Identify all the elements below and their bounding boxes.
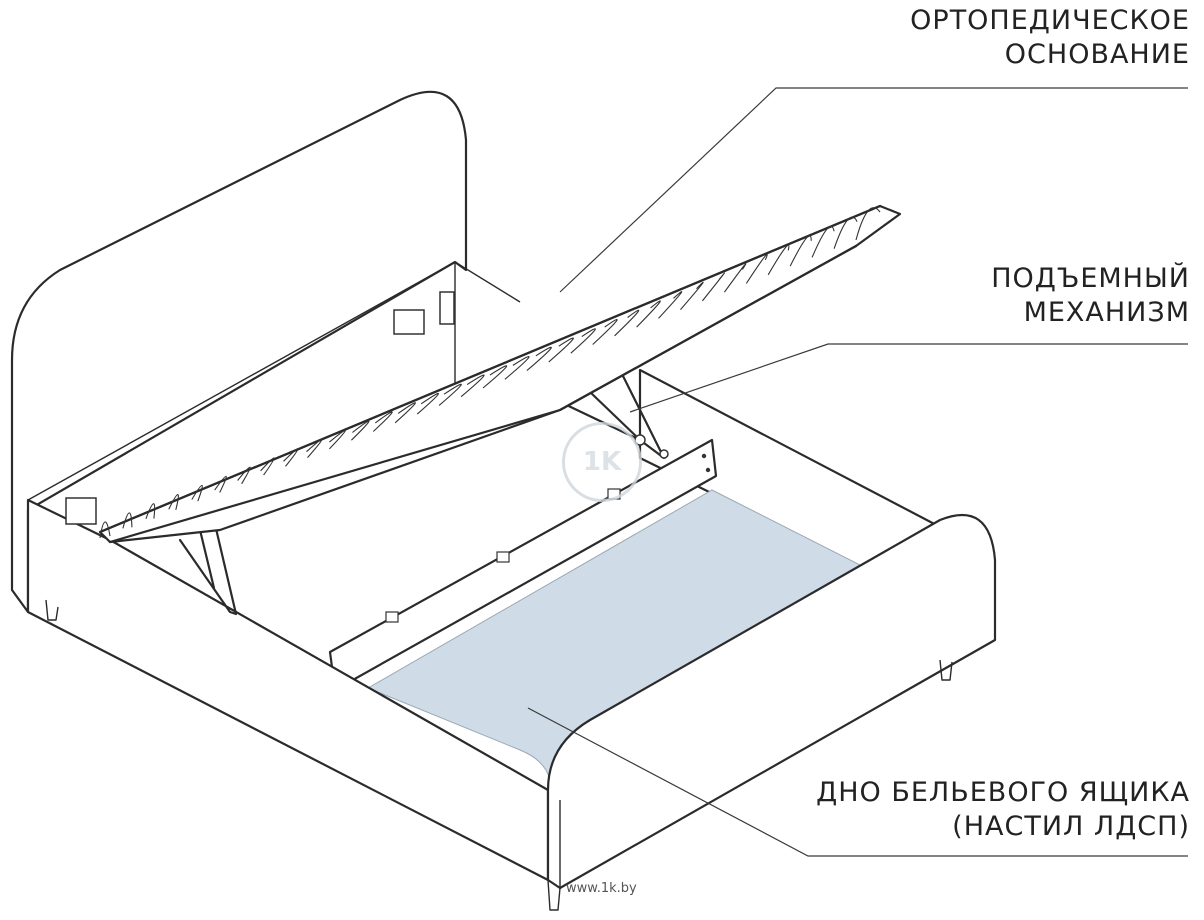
label-line: ДНО БЕЛЬЕВОГО ЯЩИКА xyxy=(816,777,1190,808)
headboard xyxy=(10,90,468,614)
slat xyxy=(789,235,812,267)
slat xyxy=(122,512,133,529)
slat xyxy=(191,484,203,502)
slat xyxy=(614,309,640,337)
slat xyxy=(416,392,439,415)
back-side-rail xyxy=(27,261,521,501)
slat xyxy=(855,207,881,241)
label-line: ОРТОПЕДИЧЕСКОЕ xyxy=(910,5,1190,36)
slat xyxy=(636,300,661,328)
leader-orthopedic-base xyxy=(559,87,1188,293)
footboard xyxy=(546,514,997,890)
slat xyxy=(745,253,768,284)
leg-front xyxy=(547,879,561,911)
slat xyxy=(548,337,574,363)
slat xyxy=(214,475,227,493)
label-line: ПОДЪЕМНЫЙ xyxy=(991,263,1190,294)
leader-storage-bottom xyxy=(527,707,1188,857)
orthopedic-base xyxy=(98,204,902,544)
slat xyxy=(351,420,370,441)
slat xyxy=(329,429,346,450)
leg-right xyxy=(939,659,953,681)
lift-mechanism xyxy=(178,368,669,616)
slat xyxy=(99,521,111,539)
slat xyxy=(394,402,416,424)
slat xyxy=(723,263,747,293)
label-line: МЕХАНИЗМ xyxy=(1023,297,1190,328)
slat xyxy=(658,291,683,319)
slat xyxy=(833,216,858,249)
label-orthopedic-base: ОРТОПЕДИЧЕСКОЕ ОСНОВАНИЕ xyxy=(910,4,1190,72)
slat xyxy=(168,494,179,511)
label-line: (НАСТИЛ ЛДСП) xyxy=(952,811,1190,842)
watermark-text: www.1k.by xyxy=(566,881,637,896)
leg-left xyxy=(45,599,59,621)
slat xyxy=(460,374,485,398)
slat xyxy=(260,457,275,476)
slat xyxy=(145,503,156,519)
label-line: ОСНОВАНИЕ xyxy=(1004,39,1190,70)
slat xyxy=(306,439,323,458)
slat xyxy=(811,225,835,258)
slat xyxy=(372,411,393,432)
slat xyxy=(767,244,790,276)
slat xyxy=(680,281,704,310)
slat xyxy=(526,346,552,372)
slat xyxy=(438,383,462,406)
slat xyxy=(701,272,725,302)
slat xyxy=(592,319,618,345)
slat xyxy=(504,356,530,380)
slat xyxy=(570,328,596,354)
leader-lift-mechanism xyxy=(629,343,1188,413)
label-lift-mechanism: ПОДЪЕМНЫЙ МЕХАНИЗМ xyxy=(991,262,1190,330)
bracket xyxy=(65,497,97,525)
slat xyxy=(482,365,508,389)
bracket xyxy=(439,291,455,325)
bracket xyxy=(393,309,425,335)
slat xyxy=(237,466,251,485)
watermark-logo: 1K xyxy=(562,422,642,502)
label-storage-bottom: ДНО БЕЛЬЕВОГО ЯЩИКА (НАСТИЛ ЛДСП) xyxy=(816,776,1190,844)
slat xyxy=(283,448,299,467)
